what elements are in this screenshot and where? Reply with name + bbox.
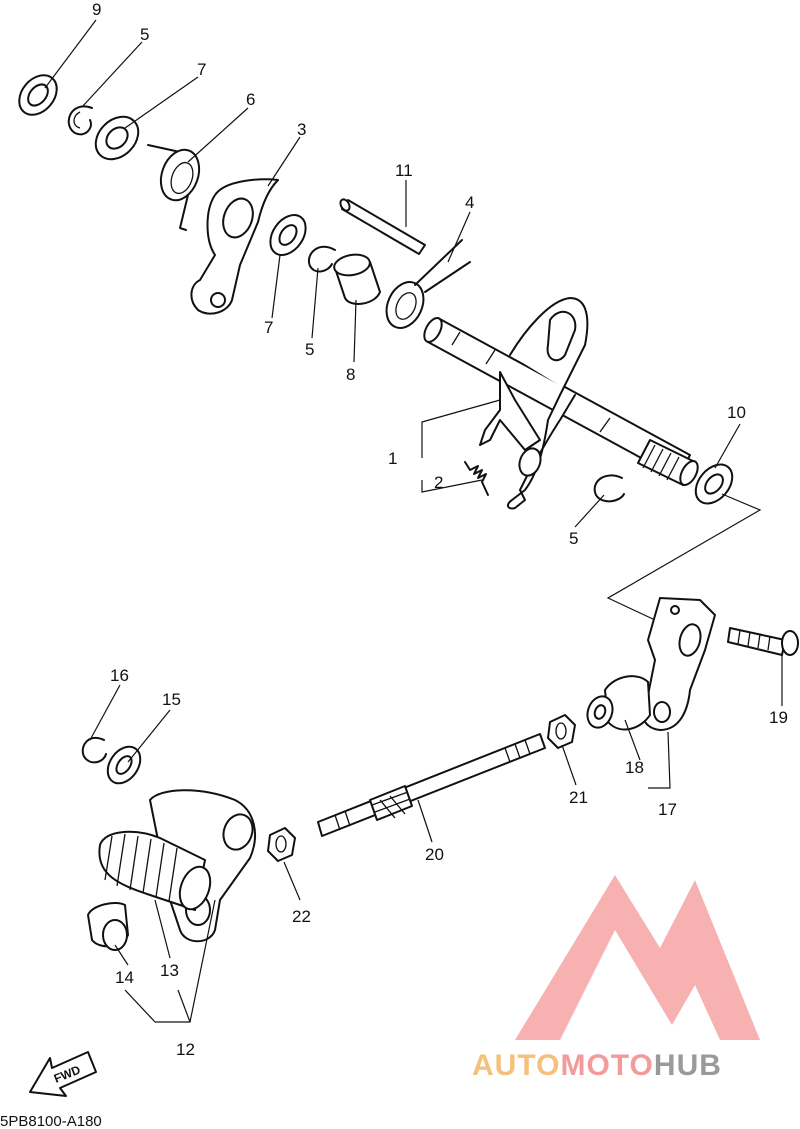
callout-7: 7 <box>264 318 273 337</box>
part-rod-20 <box>317 733 546 837</box>
watermark-auto: AUTO <box>472 1049 560 1082</box>
watermark-moto: MOTO <box>560 1049 653 1082</box>
part-washer-7-mid <box>269 214 307 256</box>
callout-10: 10 <box>727 403 746 422</box>
part-shift-shaft-1 <box>423 297 699 510</box>
part-circlip-5-top <box>67 105 93 136</box>
callout-5: 5 <box>305 340 314 359</box>
callout-18: 18 <box>625 758 644 777</box>
callout-1: 1 <box>388 449 397 468</box>
callout-5: 5 <box>569 529 578 548</box>
callout-14: 14 <box>115 968 134 987</box>
part-joint-18 <box>586 675 651 731</box>
part-nut-22 <box>267 827 296 862</box>
callout-6: 6 <box>246 90 255 109</box>
part-pin-11 <box>339 198 426 255</box>
part-washer-7-top <box>94 115 140 161</box>
callout-13: 13 <box>160 961 179 980</box>
watermark-logo <box>515 875 760 1040</box>
part-spring-6 <box>147 144 201 231</box>
part-washer-9 <box>18 74 58 116</box>
callout-8: 8 <box>346 365 355 384</box>
part-circlip-5-mid <box>307 245 336 273</box>
part-shift-arm-17 <box>641 597 716 731</box>
part-rubber-13 <box>98 830 212 911</box>
watermark-hub: HUB <box>654 1049 722 1082</box>
callout-2: 2 <box>434 473 443 492</box>
callout-5: 5 <box>140 25 149 44</box>
callout-19: 19 <box>769 708 788 727</box>
callout-16: 16 <box>110 666 129 685</box>
fwd-arrow-icon: FWD <box>29 1051 97 1097</box>
part-circlip-16 <box>81 737 107 764</box>
part-assembly-lines <box>606 493 762 621</box>
callout-22: 22 <box>292 907 311 926</box>
part-cap-14 <box>87 902 129 951</box>
part-washer-10 <box>694 463 734 505</box>
part-spring-2 <box>464 461 489 496</box>
watermark-text: AUTOMOTOHUB <box>472 1049 722 1082</box>
leader-lines <box>44 19 783 1023</box>
part-circlip-5-low <box>593 474 625 503</box>
callout-7: 7 <box>197 60 206 79</box>
callout-labels: 9 5 7 6 3 11 4 7 5 8 10 1 2 5 19 16 15 1… <box>92 0 788 1059</box>
callout-12: 12 <box>176 1040 195 1059</box>
part-bolt-19 <box>727 627 799 656</box>
part-nut-21 <box>547 714 576 749</box>
part-collar-8 <box>333 253 381 305</box>
part-lever-3 <box>190 178 279 315</box>
part-washer-15 <box>106 745 142 785</box>
callout-21: 21 <box>569 788 588 807</box>
callout-20: 20 <box>425 845 444 864</box>
callout-11: 11 <box>395 161 413 180</box>
callout-15: 15 <box>162 690 181 709</box>
callout-4: 4 <box>465 193 474 212</box>
callout-9: 9 <box>92 0 101 19</box>
diagram-code: 5PB8100-A180 <box>0 1113 102 1129</box>
callout-17: 17 <box>658 800 677 819</box>
part-spring-4 <box>385 239 471 329</box>
callout-3: 3 <box>297 120 306 139</box>
